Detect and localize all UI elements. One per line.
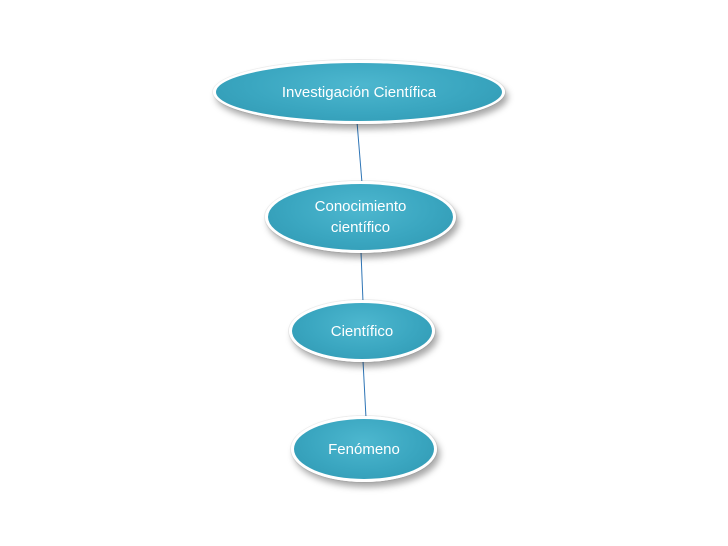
node-label: Fenómeno xyxy=(328,440,400,458)
connector-conocimiento-to-cientifico xyxy=(360,251,364,303)
node-cientifico[interactable]: Científico xyxy=(289,300,435,362)
node-fenomeno[interactable]: Fenómeno xyxy=(291,416,437,482)
node-conocimiento-cientifico[interactable]: Conocimiento científico xyxy=(265,181,456,253)
node-label: Científico xyxy=(330,322,394,340)
node-investigacion-cientifica[interactable]: Investigación Científica xyxy=(213,60,505,124)
connector-cientifico-to-fenomeno xyxy=(362,360,367,419)
node-label: Conocimiento científico xyxy=(314,198,407,236)
node-label: Investigación Científica xyxy=(281,83,437,101)
connector-investigacion-to-conocimiento xyxy=(356,121,363,184)
